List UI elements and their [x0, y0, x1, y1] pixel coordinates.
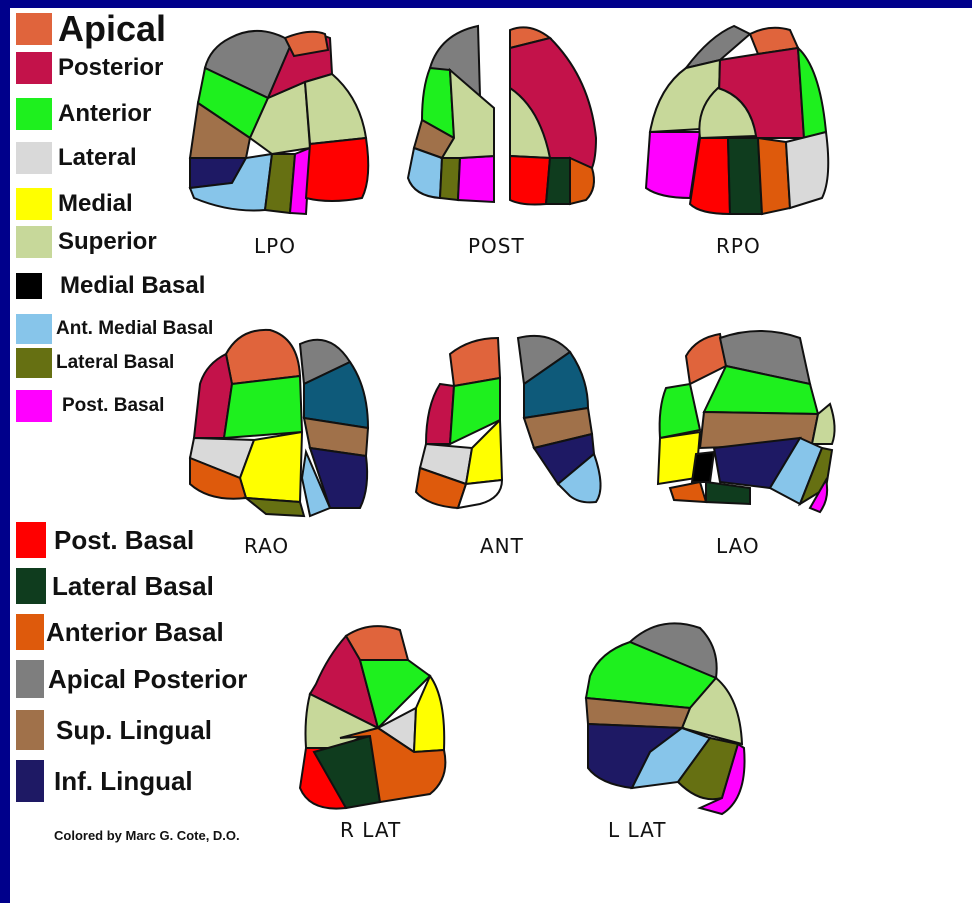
post-lateral-basal-r	[546, 158, 570, 204]
rao-apical	[226, 330, 300, 384]
lao-view	[658, 331, 835, 512]
post-ant-medial-basal	[408, 148, 442, 198]
llat-view	[586, 623, 745, 814]
rpo-lateral-basal-r	[728, 138, 762, 214]
rpo-view	[646, 26, 828, 214]
lpo-superior-r	[305, 74, 366, 144]
rlat-view	[300, 626, 445, 808]
rao-lateral-basal	[246, 498, 304, 516]
rao-anterior	[224, 376, 302, 438]
diagram-panel: Apical Posterior Anterior Lateral Medial…	[10, 8, 972, 903]
lao-medial-basal	[692, 452, 714, 482]
lung-segment-diagrams	[10, 8, 972, 903]
post-lateral-basal	[440, 158, 460, 200]
post-post-basal	[458, 156, 494, 202]
post-view	[408, 26, 596, 205]
post-post-basal-r	[510, 156, 550, 205]
lpo-view	[190, 31, 368, 214]
rpo-anterior-basal	[758, 138, 790, 214]
lao-anterior-basal	[670, 482, 706, 502]
lpo-post-basal-r	[306, 138, 368, 201]
rpo-anterior	[798, 48, 826, 138]
ant-view	[416, 336, 601, 508]
rpo-lateral	[786, 132, 828, 208]
rao-view	[190, 330, 368, 516]
lao-anterior-r	[660, 384, 700, 438]
